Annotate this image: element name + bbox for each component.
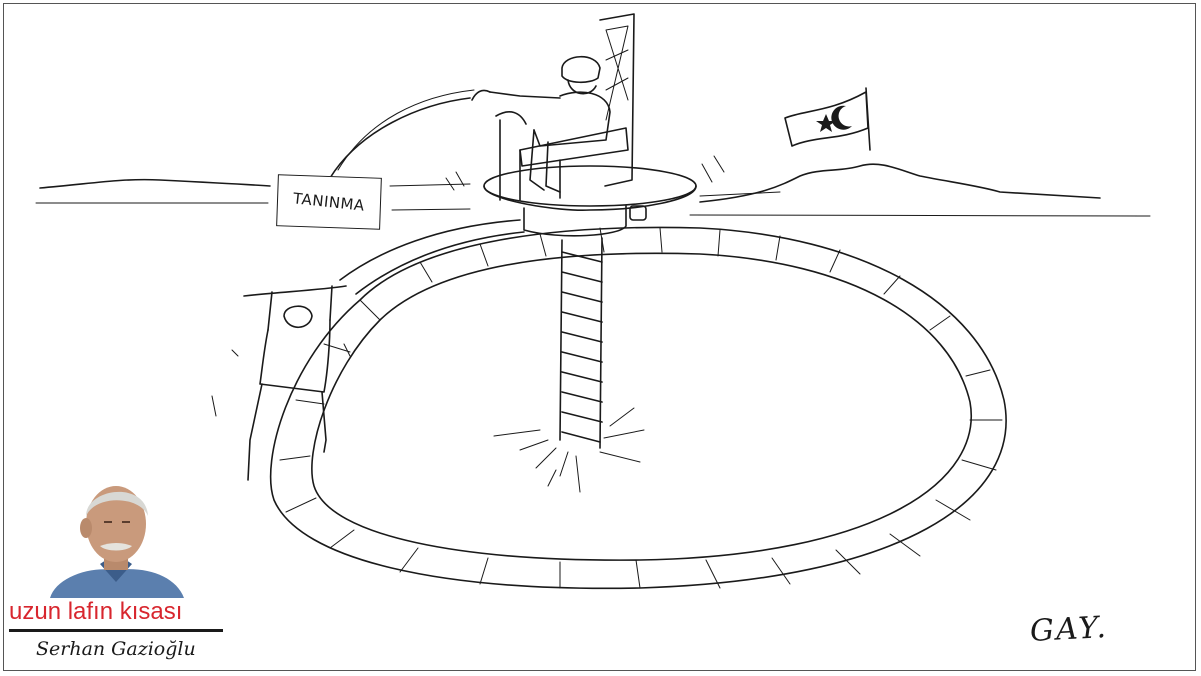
artist-signature: GAY. [1029, 609, 1109, 650]
seated-figure [471, 55, 611, 193]
author-portrait [30, 466, 200, 598]
author-name: Serhan Gazioğlu [36, 638, 196, 660]
column-title: uzun lafın kısası [9, 598, 183, 625]
throne-icon [495, 13, 635, 201]
divider [9, 629, 223, 632]
whip [329, 97, 471, 179]
column-badge: uzun lafın kısası Serhan Gazioğlu [0, 462, 232, 676]
horizon [35, 163, 1151, 217]
frame-border [3, 3, 1196, 671]
hanging-figure [211, 285, 351, 481]
oval-track [269, 226, 1007, 590]
recognition-sign: TANINMA [276, 174, 382, 230]
turkish-flag-icon [784, 87, 871, 151]
whip-line [337, 89, 475, 171]
sign-label: TANINMA [292, 189, 366, 215]
crack-icon [493, 407, 645, 493]
track-ramp-inner [355, 231, 525, 295]
track-ramp [339, 219, 521, 281]
spinning-platform [445, 155, 725, 237]
screw-icon [559, 237, 603, 449]
